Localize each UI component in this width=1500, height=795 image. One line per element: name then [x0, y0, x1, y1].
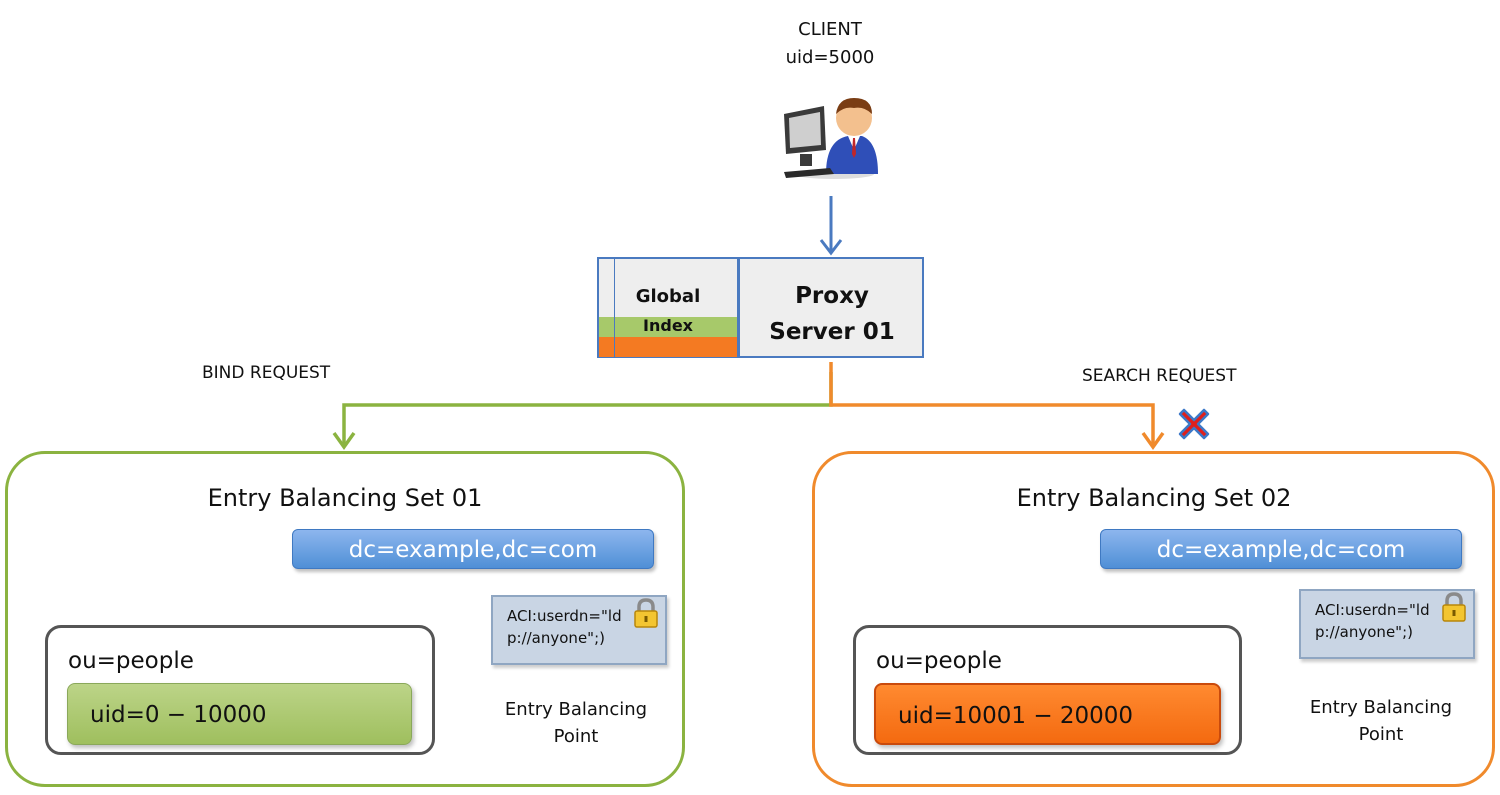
- global-index-column: [614, 258, 738, 357]
- search-request-label: SEARCH REQUEST: [1082, 366, 1237, 386]
- client-label: CLIENT uid=5000: [730, 16, 930, 72]
- set2-dn-node: dc=example,dc=com: [1100, 529, 1462, 569]
- bind-request-line: [342, 372, 833, 445]
- set2-ou-label: ou=people: [876, 648, 1002, 674]
- bind-request-label: BIND REQUEST: [202, 363, 331, 383]
- set1-ebp-line2: Point: [553, 726, 599, 747]
- set1-ou-label: ou=people: [68, 648, 194, 674]
- set1-uid-range: uid=0 − 10000: [67, 683, 412, 745]
- search-request-line: [829, 362, 1155, 445]
- global-index-subtitle: Index: [643, 316, 693, 335]
- set1-title: Entry Balancing Set 01: [207, 484, 483, 512]
- proxy-name-line1: Proxy: [795, 283, 869, 309]
- client-to-proxy-arrowhead: [819, 239, 843, 256]
- client-title: CLIENT: [798, 19, 862, 40]
- set2-title: Entry Balancing Set 02: [1016, 484, 1292, 512]
- user-at-computer-icon: [784, 98, 878, 179]
- proxy-server-title: Proxy Server 01: [748, 278, 916, 350]
- proxy-name-line2: Server 01: [769, 319, 895, 345]
- global-index-divider: [738, 258, 740, 357]
- set1-aci-card: ACI:userdn="ld p://anyone";): [491, 595, 667, 665]
- set1-ebp-label: Entry Balancing Point: [491, 696, 661, 750]
- set2-aci-text: ACI:userdn="ld p://anyone";): [1315, 601, 1430, 641]
- global-index-orange-bar: [599, 337, 738, 357]
- set1-dn-node: dc=example,dc=com: [292, 529, 654, 569]
- global-index-title: Global: [635, 286, 701, 307]
- set2-ebp-line1: Entry Balancing: [1309, 697, 1453, 718]
- set2-uid-range: uid=10001 − 20000: [874, 683, 1221, 745]
- global-index-green-bar: [599, 317, 738, 337]
- search-request-arrowhead: [1141, 431, 1165, 451]
- set1-ebp-line1: Entry Balancing: [504, 699, 648, 720]
- set2-ebp-label: Entry Balancing Point: [1296, 694, 1466, 748]
- set1-aci-text: ACI:userdn="ld p://anyone";): [507, 607, 622, 647]
- padlock-icon: [634, 598, 658, 628]
- client-uid: uid=5000: [785, 47, 875, 68]
- bind-request-arrowhead: [332, 431, 356, 451]
- padlock-icon: [1442, 592, 1466, 622]
- red-x-icon: [1178, 408, 1210, 440]
- set2-ebp-line2: Point: [1358, 724, 1404, 745]
